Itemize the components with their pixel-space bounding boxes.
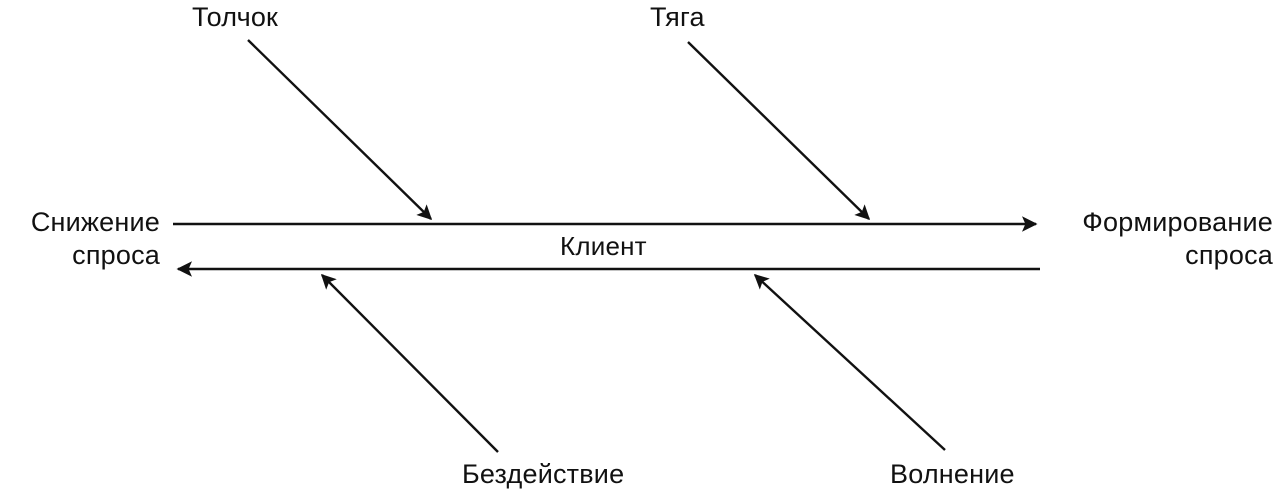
label-demand-decline-line1: Снижение (30, 207, 160, 237)
branch-label-excitement: Волнение (890, 459, 1015, 489)
label-demand-formation-line2: спроса (1185, 239, 1273, 270)
branch-line-inaction (320, 273, 499, 453)
branch-line-push (247, 39, 433, 221)
label-demand-decline-line2: спроса (72, 239, 160, 270)
label-demand-decline: Снижение спроса (0, 206, 160, 272)
branch-line-excitement (753, 273, 946, 451)
branch-label-pull: Тяга (650, 2, 705, 32)
label-demand-formation-line1: Формирование (1082, 207, 1273, 237)
branch-line-pull (687, 41, 871, 221)
label-demand-formation: Формирование спроса (1058, 206, 1273, 272)
center-label-client: Клиент (560, 231, 647, 261)
branch-label-push: Толчок (192, 2, 279, 32)
branch-label-inaction: Бездействие (462, 459, 625, 489)
